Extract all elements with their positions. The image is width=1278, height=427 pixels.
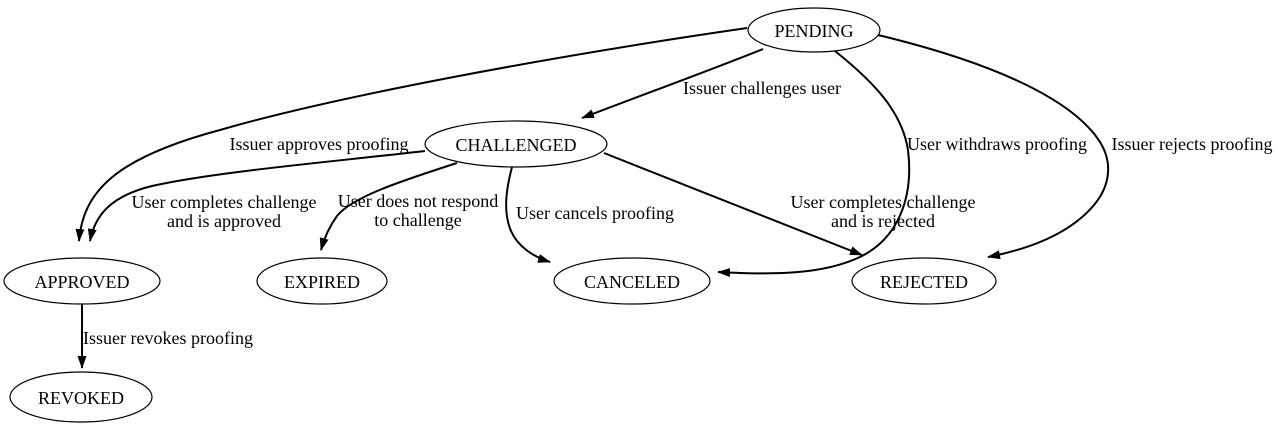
edge-pending-to-approved [75,27,748,242]
state-node-ellipse-pending [747,7,881,53]
edge-pending-to-canceled [717,50,911,278]
state-node-ellipse-challenged [424,120,608,168]
state-node-canceled: CANCELED [553,257,711,305]
edge-challenged-to-approved [87,150,426,242]
edge-pending-to-rejected [877,34,1110,260]
edge-label-approved-to-revoked-line-1: Issuer revokes proofing [83,328,253,348]
state-node-label-expired: EXPIRED [284,272,360,292]
state-node-revoked: REVOKED [9,371,153,423]
state-node-ellipse-revoked [9,371,153,423]
state-node-label-canceled: CANCELED [584,272,680,292]
edge-label-challenged-to-rejected-line-1: User completes challenge [791,192,976,212]
state-node-label-revoked: REVOKED [38,388,124,408]
nodes-layer: PENDING CHALLENGED APPROVED EXPIRED CANCELED… [3,7,997,423]
state-node-ellipse-rejected [851,257,997,305]
edge-label-challenged-to-approved-line-2: and is approved [167,211,281,231]
edge-label-pending-to-canceled-line-1: User withdraws proofing [907,134,1087,154]
state-node-approved: APPROVED [3,257,161,305]
edge-label-pending-to-challenged-line-1: Issuer challenges user [683,78,841,98]
edges-layer [75,27,1110,369]
edge-label-challenged-to-canceled-line-1: User cancels proofing [516,203,674,223]
edge-label-challenged-to-approved-line-1: User completes challenge [132,192,317,212]
state-node-ellipse-canceled [553,257,711,305]
state-node-label-pending: PENDING [775,21,854,41]
edge-challenged-to-canceled [505,166,551,263]
state-node-rejected: REJECTED [851,257,997,305]
edge-challenged-to-rejected [603,152,863,256]
edge-label-challenged-to-expired-line-2: to challenge [374,210,461,230]
edge-label-pending-to-rejected-line-1: Issuer rejects proofing [1112,134,1273,154]
state-node-ellipse-approved [3,257,161,305]
edge-label-challenged-to-expired-line-1: User does not respond [338,191,498,211]
edge-challenged-to-expired [319,162,458,251]
state-node-ellipse-expired [256,257,388,305]
state-node-challenged: CHALLENGED [424,120,608,168]
edge-label-pending-to-approved-line-1: Issuer approves proofing [230,134,409,154]
state-node-pending: PENDING [747,7,881,53]
state-node-label-approved: APPROVED [34,272,129,292]
state-node-expired: EXPIRED [256,257,388,305]
edge-pending-to-challenged [581,48,764,119]
edge-label-challenged-to-rejected-line-2: and is rejected [831,211,935,231]
state-node-label-challenged: CHALLENGED [456,135,577,155]
state-node-label-rejected: REJECTED [880,272,968,292]
